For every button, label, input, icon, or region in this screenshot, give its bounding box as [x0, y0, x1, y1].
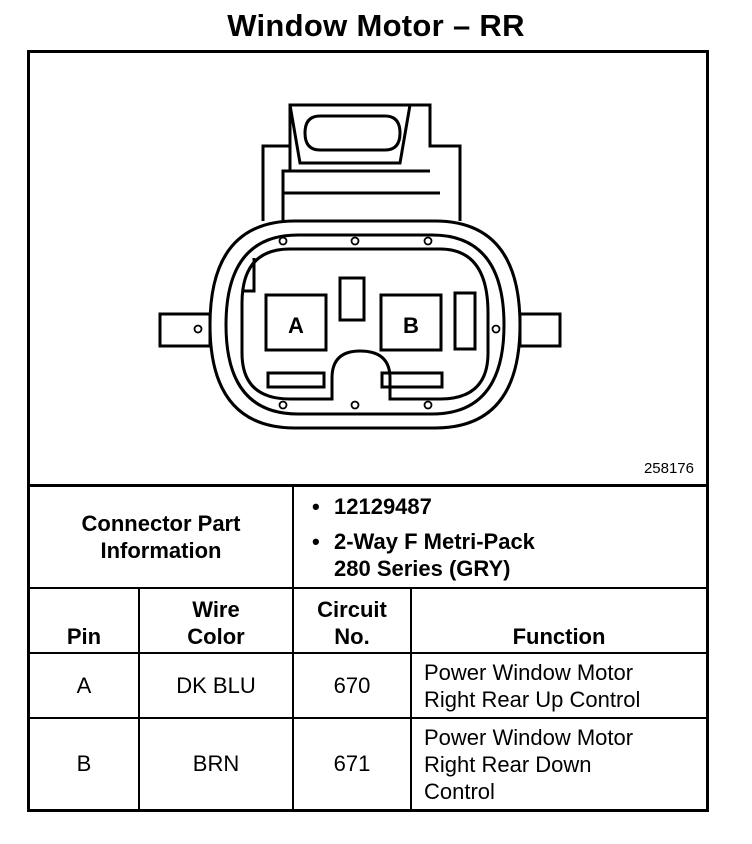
figure-number: 258176	[643, 460, 694, 477]
row-b-wire-color: BRN	[192, 751, 240, 776]
divider	[30, 587, 706, 589]
row-a-wire-color: DK BLU	[176, 672, 256, 698]
page-title: Window Motor – RR	[227, 8, 525, 43]
divider	[292, 588, 294, 809]
part-number: 12129487	[334, 494, 432, 519]
connector-info-label-line1: Connector Part	[81, 510, 241, 536]
connector-info-label-line2: Information	[100, 537, 222, 563]
connector-info-label: Connector Part Information	[30, 486, 292, 587]
divider	[30, 717, 706, 719]
row-b-circuit: 671	[333, 751, 371, 776]
row-b-pin: B	[76, 751, 92, 776]
row-b-function-line1: Power Window Motor	[424, 725, 634, 750]
divider	[410, 588, 412, 809]
row-a-function-line2: Right Rear Up Control	[424, 687, 641, 712]
row-a-circuit: 670	[333, 672, 371, 698]
bullet-icon: •	[312, 494, 320, 519]
connector-type-line2: 280 Series (GRY)	[334, 556, 511, 581]
header-function: Function	[512, 624, 606, 649]
divider	[30, 652, 706, 654]
pin-label-a: A	[288, 313, 304, 338]
header-circuit-line1: Circuit	[317, 597, 387, 622]
row-b-function-line3: Control	[424, 779, 495, 804]
row-a-function-line1: Power Window Motor	[424, 660, 634, 685]
pin-label-b: B	[403, 313, 419, 338]
row-b-function-line2: Right Rear Down	[424, 752, 592, 777]
divider	[30, 484, 706, 487]
divider	[292, 486, 294, 587]
header-circuit-no: Circuit No.	[294, 595, 410, 651]
header-wire-color: Wire Color	[140, 595, 292, 651]
header-circuit-line2: No.	[334, 624, 370, 649]
row-a-function: Power Window Motor Right Rear Up Control	[424, 659, 640, 713]
header-pin: Pin	[66, 624, 102, 649]
connector-chart: A B 258176 Connector Part Information • …	[27, 50, 709, 812]
header-wire-line1: Wire	[192, 597, 240, 622]
connector-info-values: • 12129487 • 2-Way F Metri-Pack 280 Seri…	[294, 486, 706, 587]
row-b-function: Power Window Motor Right Rear Down Contr…	[424, 724, 633, 805]
divider	[138, 588, 140, 809]
connector-face-diagram: A B	[158, 103, 562, 430]
bullet-icon: •	[312, 529, 320, 554]
header-wire-line2: Color	[187, 624, 245, 649]
connector-type-line1: 2-Way F Metri-Pack	[334, 529, 535, 554]
row-a-pin: A	[76, 672, 92, 698]
